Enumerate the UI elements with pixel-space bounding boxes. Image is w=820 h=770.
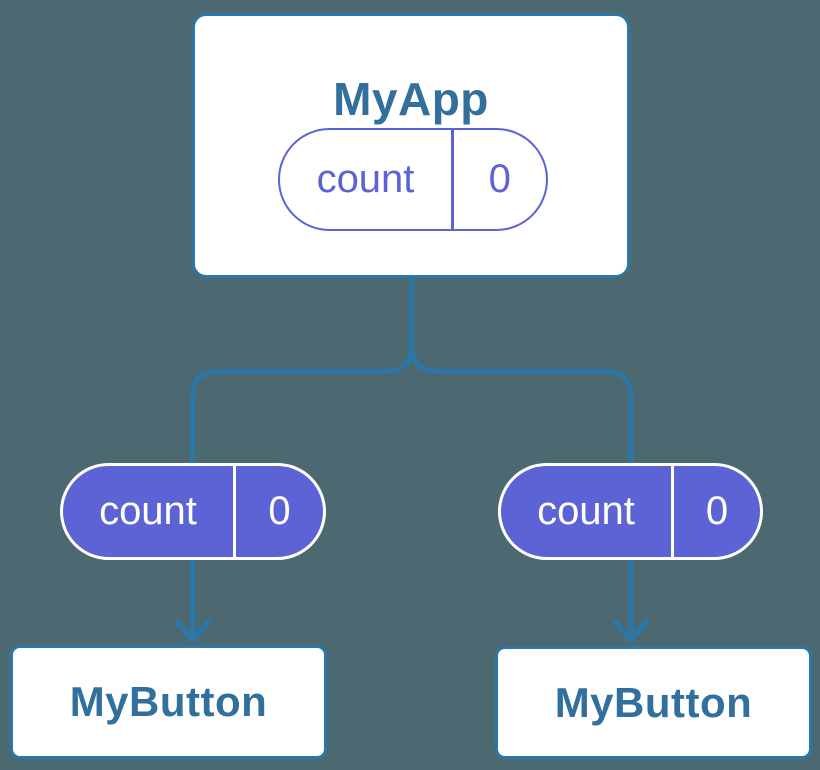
edge-right-line xyxy=(409,276,634,637)
state-label: count xyxy=(316,157,415,201)
pill-divider xyxy=(671,466,674,557)
component-card-mybutton-right: MyButton xyxy=(495,646,812,759)
state-value: 0 xyxy=(488,157,511,201)
component-title-mybutton: MyButton xyxy=(69,678,268,725)
arrow-down-icon xyxy=(612,619,650,643)
state-pill-root: count 0 xyxy=(278,128,548,231)
pill-divider xyxy=(451,130,454,229)
prop-label: count xyxy=(537,489,635,533)
pill-divider xyxy=(233,466,236,557)
prop-value: 0 xyxy=(705,489,729,533)
prop-value: 0 xyxy=(268,489,291,533)
edge-left-line xyxy=(190,276,414,637)
prop-pill-right: count 0 xyxy=(498,463,763,560)
prop-pill-left: count 0 xyxy=(60,463,326,560)
prop-label: count xyxy=(99,489,197,533)
component-card-myapp: MyApp count 0 xyxy=(192,13,630,278)
component-title-myapp: MyApp xyxy=(333,73,489,125)
arrow-down-icon xyxy=(174,619,211,643)
component-card-mybutton-left: MyButton xyxy=(10,645,327,759)
component-title-mybutton: MyButton xyxy=(554,678,753,726)
